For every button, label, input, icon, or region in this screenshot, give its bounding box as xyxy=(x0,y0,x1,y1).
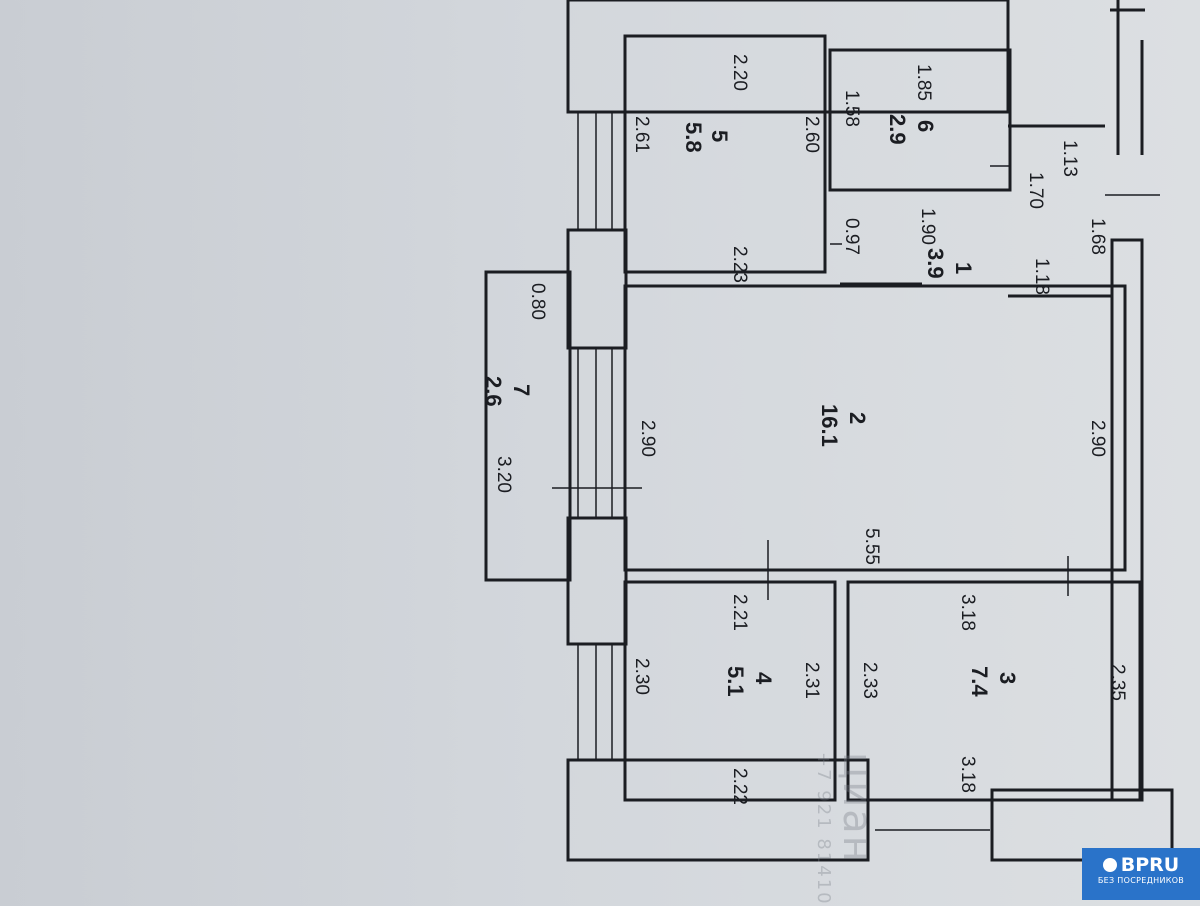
wall-room4 xyxy=(623,580,837,802)
wall-room2 xyxy=(623,284,1127,572)
dim-label: 2.90 xyxy=(637,420,658,457)
dim-label: 1.58 xyxy=(841,90,862,127)
dim-label: 2.35 xyxy=(1107,664,1128,701)
dim-label: 1.85 xyxy=(913,64,934,101)
dim-label: 0.80 xyxy=(527,283,548,320)
dim-label: 5.55 xyxy=(861,528,882,565)
bpru-badge[interactable]: BPRU БЕЗ ПОСРЕДНИКОВ xyxy=(1082,848,1200,900)
dim-label: 2.61 xyxy=(631,116,652,153)
watermark: циан +7 921 81410 xyxy=(813,752,880,906)
room-7-area: 2.6 xyxy=(481,376,506,407)
wall-room6 xyxy=(828,48,1012,192)
room-3-area: 7.4 xyxy=(967,666,992,697)
wall-top-block xyxy=(566,0,1010,114)
watermark-phone: +7 921 81410 xyxy=(813,752,834,906)
dim-label: 0.97 xyxy=(841,218,862,255)
room-1-area: 3.9 xyxy=(923,248,948,279)
wall-room5 xyxy=(623,34,827,274)
dim-label: 3.18 xyxy=(957,594,978,631)
room-4-area: 5.1 xyxy=(723,666,748,697)
dim-label: 2.60 xyxy=(801,116,822,153)
room-4-number: 4 xyxy=(751,672,776,685)
windows xyxy=(552,112,1160,831)
dim-label: 3.18 xyxy=(957,756,978,793)
dim-label: 1.68 xyxy=(1087,218,1108,255)
room-7-number: 7 xyxy=(509,384,534,396)
dim-label: 1.13 xyxy=(1059,140,1080,177)
wall-room3 xyxy=(846,580,1142,802)
watermark-brand: циан xyxy=(834,752,880,864)
room-5-number: 5 xyxy=(707,130,732,142)
room-6-number: 6 xyxy=(913,120,938,132)
room-2-number: 2 xyxy=(845,412,870,424)
badge-title: BPRU xyxy=(1120,854,1180,876)
window-pier-2 xyxy=(566,516,628,646)
dim-label: 2.30 xyxy=(631,658,652,695)
people-icon xyxy=(1102,858,1117,872)
room-3-number: 3 xyxy=(995,672,1020,684)
dim-label: 2.20 xyxy=(729,54,750,91)
dim-label: 2.21 xyxy=(729,594,750,631)
wall-bottom-block xyxy=(566,758,870,862)
badge-subtitle: БЕЗ ПОСРЕДНИКОВ xyxy=(1097,876,1185,885)
dim-label: 3.20 xyxy=(493,456,514,493)
dim-label: 1.70 xyxy=(1025,172,1046,209)
dim-label: 1.90 xyxy=(917,208,938,245)
dim-label: 2.22 xyxy=(729,768,750,805)
badge-title-row: BPRU xyxy=(1082,848,1200,876)
dim-label: 2.90 xyxy=(1087,420,1108,457)
dim-label: 2.31 xyxy=(801,662,822,699)
window-pier-1 xyxy=(566,228,628,350)
room-labels: 1 3.9 2 16.1 3 7.4 4 5.1 5 5.8 6 2.9 7 2… xyxy=(481,114,1020,697)
room-5-area: 5.8 xyxy=(681,122,706,153)
room-1-number: 1 xyxy=(951,262,976,274)
dim-label: 2.33 xyxy=(859,662,880,699)
dim-label: 1.18 xyxy=(1031,258,1052,295)
room-2-area: 16.1 xyxy=(817,404,842,447)
wall-right-corridor xyxy=(1110,238,1144,802)
room-6-area: 2.9 xyxy=(885,114,910,145)
dim-label: 2.23 xyxy=(729,246,750,283)
dimension-labels: 0.80 3.20 2.90 2.90 5.55 2.21 2.30 2.31 … xyxy=(493,54,1128,805)
balcony-outline xyxy=(484,270,572,582)
